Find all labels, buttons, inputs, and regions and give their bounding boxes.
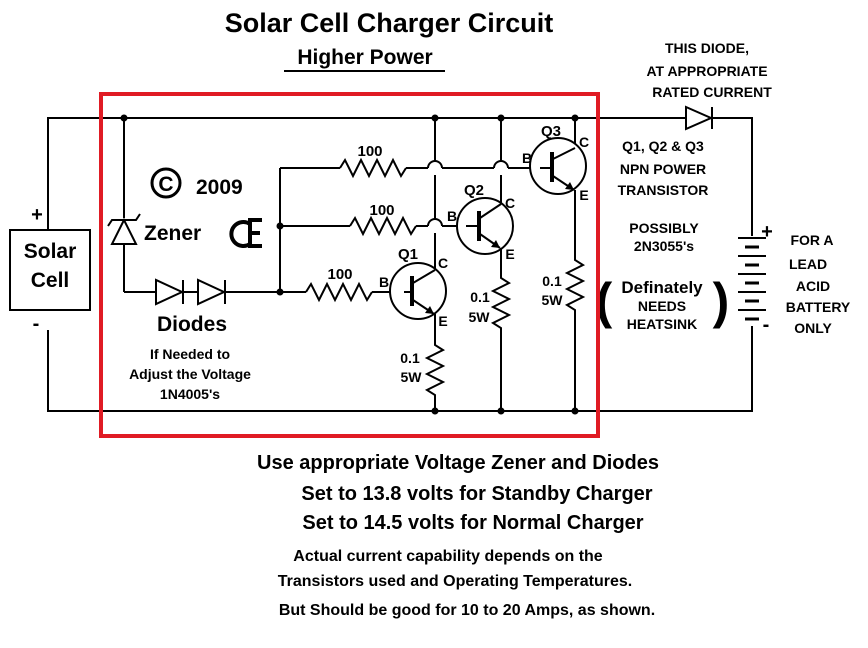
copyright-year: 2009 bbox=[196, 176, 243, 199]
q2-base-label: B bbox=[447, 208, 457, 224]
diagram-subtitle: Higher Power bbox=[297, 46, 432, 69]
diode-note-line2: AT APPROPRIATE bbox=[646, 63, 767, 79]
q3-label: Q3 bbox=[541, 123, 561, 140]
diode-note-line3: RATED CURRENT bbox=[652, 84, 772, 100]
resistor-re1 bbox=[424, 340, 446, 411]
diodes-note-line2: Adjust the Voltage bbox=[129, 366, 251, 382]
ce-mark bbox=[229, 218, 262, 248]
heatsink-note-line3: HEATSINK bbox=[627, 316, 698, 332]
battery-note-line2: LEAD bbox=[789, 256, 827, 272]
diodes-note-line1: If Needed to bbox=[150, 346, 230, 362]
resistor-re3-watt: 5W bbox=[542, 292, 564, 308]
battery-note-line1: FOR A bbox=[790, 232, 833, 248]
solar-cell-label-line2: Cell bbox=[31, 269, 70, 292]
q2-emitter-label: E bbox=[505, 246, 514, 262]
note-line4: Actual current capability depends on the bbox=[293, 548, 602, 565]
solar-cell-minus: - bbox=[33, 313, 40, 335]
note-line2: Set to 13.8 volts for Standby Charger bbox=[301, 483, 652, 505]
q3-base-label: B bbox=[522, 150, 532, 166]
q2-label: Q2 bbox=[464, 182, 484, 199]
q3-emitter-label: E bbox=[579, 187, 588, 203]
transistor-note-line5: 2N3055's bbox=[634, 238, 694, 254]
resistor-re2-value: 0.1 bbox=[470, 289, 490, 305]
bottom-rail bbox=[47, 326, 753, 412]
resistor-r2 bbox=[280, 215, 474, 237]
battery-plus: + bbox=[761, 221, 773, 243]
solar-cell-plus: + bbox=[31, 204, 43, 226]
q3-collector-label: C bbox=[579, 134, 589, 150]
battery-note-line3: ACID bbox=[796, 278, 830, 294]
resistor-re2 bbox=[490, 274, 512, 411]
transistor-note-line2: NPN POWER bbox=[620, 161, 706, 177]
note-line1: Use appropriate Voltage Zener and Diodes bbox=[257, 452, 659, 474]
diagram-title: Solar Cell Charger Circuit bbox=[225, 8, 554, 38]
resistor-re3 bbox=[564, 256, 586, 411]
note-line5: Transistors used and Operating Temperatu… bbox=[278, 573, 632, 590]
heatsink-note-line1: Definately bbox=[621, 278, 703, 297]
transistor-q1 bbox=[389, 262, 447, 340]
top-rail bbox=[47, 117, 753, 236]
resistor-r2-value: 100 bbox=[369, 202, 394, 219]
diodes-note-line3: 1N4005's bbox=[160, 386, 220, 402]
transistor-q3 bbox=[529, 137, 587, 256]
resistor-re1-watt: 5W bbox=[401, 369, 423, 385]
zener-label: Zener bbox=[144, 222, 201, 245]
battery-note-line5: ONLY bbox=[794, 320, 832, 336]
q1-base-label: B bbox=[379, 274, 389, 290]
highlight-box bbox=[99, 92, 600, 438]
resistor-r1 bbox=[280, 157, 546, 179]
svg-text:C: C bbox=[158, 173, 173, 196]
q2-collector-label: C bbox=[505, 195, 515, 211]
output-diode bbox=[685, 105, 714, 131]
battery-symbol bbox=[738, 237, 766, 321]
resistor-re3-value: 0.1 bbox=[542, 273, 562, 289]
note-line3: Set to 14.5 volts for Normal Charger bbox=[302, 512, 643, 534]
transistor-note-line3: TRANSISTOR bbox=[618, 182, 709, 198]
battery-minus: - bbox=[763, 314, 770, 336]
transistor-note-line4: POSSIBLY bbox=[629, 220, 699, 236]
solar-cell-label-line1: Solar bbox=[24, 240, 77, 263]
transistor-note-line1: Q1, Q2 & Q3 bbox=[622, 138, 704, 154]
copyright-symbol: C bbox=[150, 167, 182, 199]
diode-note-line1: THIS DIODE, bbox=[665, 40, 749, 56]
solar-cell-box bbox=[9, 229, 91, 311]
q1-emitter-label: E bbox=[438, 313, 447, 329]
resistor-re1-value: 0.1 bbox=[400, 350, 420, 366]
junction-dots bbox=[120, 114, 579, 415]
heatsink-note-line2: NEEDS bbox=[638, 298, 686, 314]
transistor-q2 bbox=[456, 197, 514, 274]
series-diodes bbox=[124, 278, 280, 306]
resistor-r1-value: 100 bbox=[357, 143, 382, 160]
battery-note-line4: BATTERY bbox=[786, 299, 851, 315]
resistor-re2-watt: 5W bbox=[469, 309, 491, 325]
diodes-label: Diodes bbox=[157, 313, 227, 336]
q1-collector-label: C bbox=[438, 255, 448, 271]
resistor-r3-value: 100 bbox=[327, 266, 352, 283]
heatsink-right-paren: ) bbox=[713, 273, 730, 329]
zener-diode bbox=[107, 118, 141, 292]
q1-label: Q1 bbox=[398, 246, 418, 263]
note-line6: But Should be good for 10 to 20 Amps, as… bbox=[279, 602, 655, 619]
